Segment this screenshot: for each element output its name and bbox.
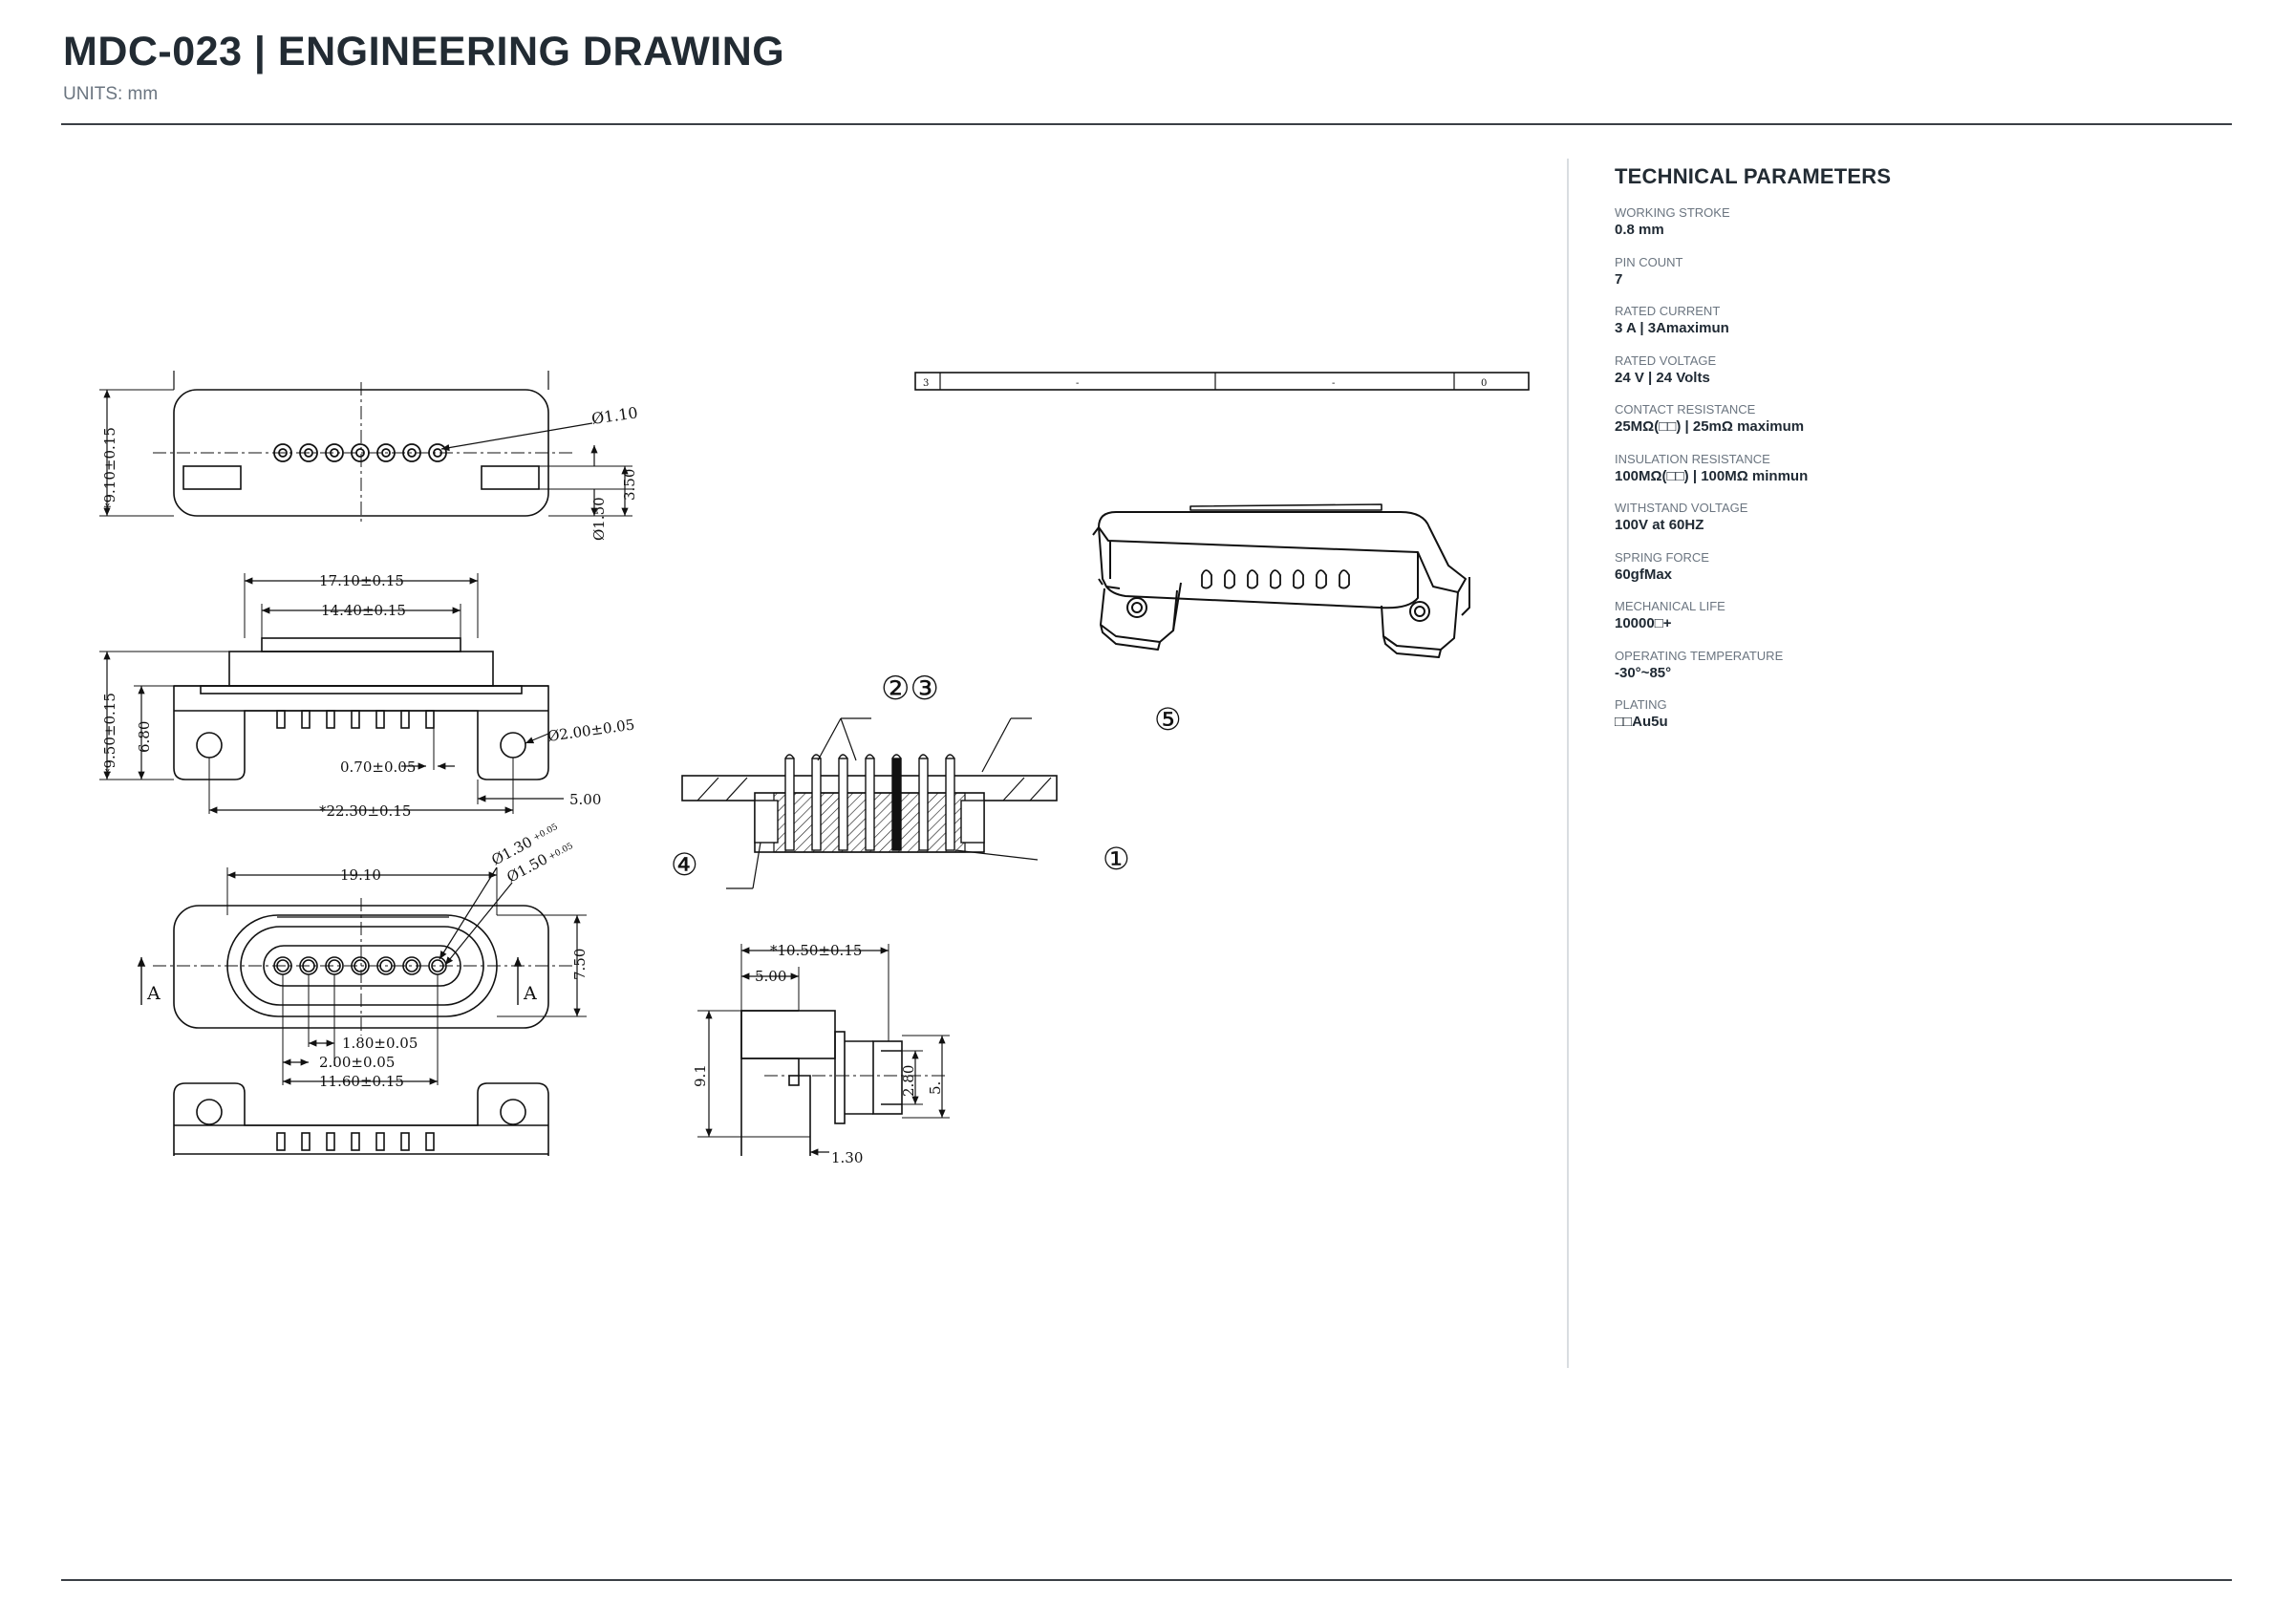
- param-plating: PLATING □□Au5u: [1615, 697, 2188, 747]
- callout-5: ⑤: [1154, 701, 1182, 737]
- param-value: □□Au5u: [1615, 714, 1668, 730]
- dim-mount-hole: Ø2.00±0.05: [546, 716, 635, 745]
- title-block-cell: -: [1076, 378, 1079, 389]
- panel-divider: [1567, 159, 1569, 1368]
- param-value: 24 V | 24 Volts: [1615, 369, 1710, 386]
- side-detail-view: [697, 944, 950, 1156]
- param-spring-force: SPRING FORCE 60gfMax: [1615, 550, 2188, 600]
- param-insulation-resistance: INSULATION RESISTANCE 100MΩ(□□) | 100MΩ …: [1615, 452, 2188, 502]
- param-mechanical-life: MECHANICAL LIFE 10000□+: [1615, 599, 2188, 649]
- dim-7-50: 7.50: [571, 949, 589, 980]
- dim-1-30: 1.30: [831, 1149, 863, 1166]
- dim-9-1: 9.1: [692, 1064, 709, 1087]
- param-label: OPERATING TEMPERATURE: [1615, 648, 1784, 663]
- param-label: CONTACT RESISTANCE: [1615, 402, 1756, 417]
- param-value: 10000□+: [1615, 615, 1672, 631]
- param-pin-count: PIN COUNT 7: [1615, 255, 2188, 305]
- front-view: [137, 866, 587, 1085]
- callout-1: ①: [1103, 841, 1130, 877]
- dim-1-50: Ø1.50: [590, 497, 608, 541]
- param-operating-temperature: OPERATING TEMPERATURE -30°~85°: [1615, 649, 2188, 698]
- dim-pin-hole: Ø1.10: [590, 403, 639, 428]
- param-value: 25MΩ(□□) | 25mΩ maximum: [1615, 418, 1805, 435]
- param-label: RATED CURRENT: [1615, 304, 1721, 318]
- param-value: 7: [1615, 270, 1623, 288]
- param-label: PIN COUNT: [1615, 254, 1683, 269]
- dim-pin-d-1-30-tol: +0.05: [532, 823, 560, 844]
- dim-2-00: 2.00±0.05: [319, 1054, 395, 1071]
- param-label: SPRING FORCE: [1615, 549, 1709, 565]
- header-divider: [61, 123, 2232, 125]
- title-block-strip: [914, 372, 1530, 391]
- dim-5: 5.: [927, 1081, 944, 1095]
- param-value: 60gfMax: [1615, 566, 1673, 583]
- dim-6-80: 6.80: [136, 721, 153, 753]
- dim-pin-d-1-50-tol: +0.05: [547, 842, 575, 863]
- side-view: [99, 573, 564, 814]
- dim-1-80: 1.80±0.05: [342, 1035, 418, 1052]
- dim-3-50: 3.50: [621, 469, 638, 501]
- param-label: INSULATION RESISTANCE: [1615, 451, 1770, 466]
- param-value: 100V at 60HZ: [1615, 517, 1704, 533]
- dim-17-10: 17.10±0.15: [319, 572, 404, 589]
- param-withstand-voltage: WITHSTAND VOLTAGE 100V at 60HZ: [1615, 501, 2188, 550]
- section-mark-right: A: [523, 983, 537, 1004]
- callout-4: ④: [671, 846, 698, 883]
- param-working-stroke: WORKING STROKE 0.8 mm: [1615, 205, 2188, 255]
- param-contact-resistance: CONTACT RESISTANCE 25MΩ(□□) | 25mΩ maxim…: [1615, 402, 2188, 452]
- dim-2-80: 2.80: [900, 1065, 917, 1097]
- units-label: UNITS: mm: [63, 84, 159, 104]
- section-mark-left: A: [146, 983, 161, 1004]
- param-value: 3 A | 3Amaximun: [1615, 320, 1729, 336]
- dim-top-height: *9.10±0.15: [101, 427, 118, 510]
- param-label: RATED VOLTAGE: [1615, 353, 1717, 368]
- dim-5-00-detail: 5.00: [755, 968, 786, 985]
- title-block-cell: 0: [1481, 378, 1487, 389]
- page-title: MDC-023 | ENGINEERING DRAWING: [63, 29, 785, 75]
- technical-parameters-panel: TECHNICAL PARAMETERS WORKING STROKE 0.8 …: [1615, 164, 2188, 747]
- dim-10-50: *10.50±0.15: [770, 942, 862, 959]
- dim-22-30: *22.30±0.15: [319, 802, 411, 820]
- param-label: WORKING STROKE: [1615, 205, 1730, 220]
- param-rated-current: RATED CURRENT 3 A | 3Amaximun: [1615, 304, 2188, 353]
- top-view: [99, 371, 632, 524]
- param-label: PLATING: [1615, 697, 1667, 712]
- param-value: -30°~85°: [1615, 664, 1672, 681]
- dim-11-60: 11.60±0.15: [319, 1073, 404, 1090]
- footer-divider: [61, 1579, 2232, 1581]
- param-label: MECHANICAL LIFE: [1615, 599, 1725, 613]
- section-view: [659, 669, 1058, 889]
- dim-14-40: 14.40±0.15: [321, 602, 406, 619]
- dim-5-00: 5.00: [569, 791, 601, 808]
- title-block-cell: 3: [923, 378, 929, 389]
- bottom-view-partial: [173, 1082, 549, 1156]
- param-value: 100MΩ(□□) | 100MΩ minmun: [1615, 467, 1809, 484]
- isometric-view: [1092, 503, 1470, 658]
- param-value: 0.8 mm: [1615, 222, 1664, 238]
- dim-side-height: *9.50±0.15: [101, 693, 118, 776]
- param-rated-voltage: RATED VOLTAGE 24 V | 24 Volts: [1615, 353, 2188, 403]
- technical-parameters-title: TECHNICAL PARAMETERS: [1615, 164, 1892, 188]
- param-label: WITHSTAND VOLTAGE: [1615, 501, 1748, 515]
- title-block-cell: -: [1332, 378, 1335, 389]
- dim-19-10: 19.10: [340, 866, 381, 884]
- dim-0-70: 0.70±0.05: [340, 759, 416, 776]
- callout-2-3: ②③: [881, 670, 939, 708]
